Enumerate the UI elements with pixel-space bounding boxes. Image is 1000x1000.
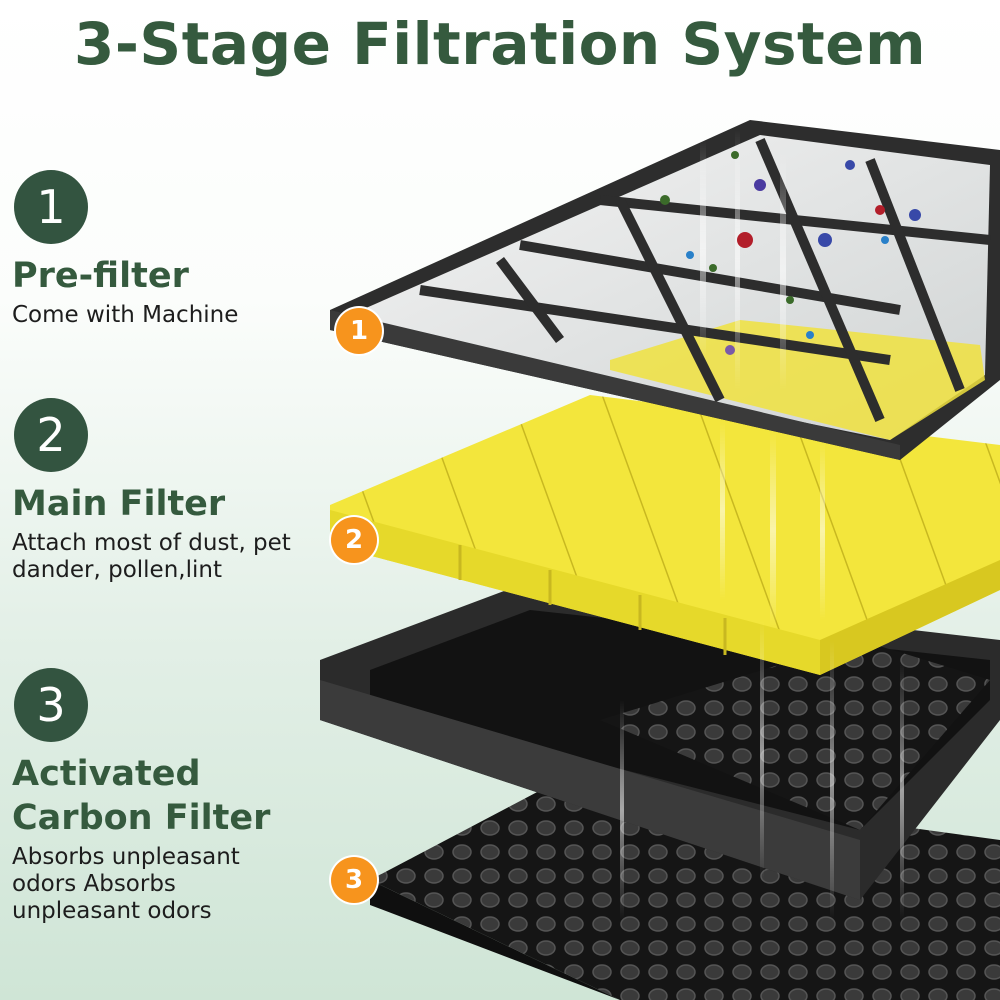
airflow-streaks <box>620 130 904 920</box>
stage-1-description: Come with Machine <box>12 302 239 328</box>
stage-1-number-badge: 1 <box>14 170 88 244</box>
page-title: 3-Stage Filtration System <box>74 10 926 78</box>
stage-1-info: 1 Pre-filter Come with Machine <box>12 170 332 329</box>
carbon-filter-marker: 3 <box>331 857 377 903</box>
stage-3-name: Activated Carbon Filter <box>12 754 271 838</box>
stage-2-name: Main Filter <box>12 484 226 524</box>
stage-3-number-badge: 3 <box>14 668 88 742</box>
main-filter-marker: 2 <box>331 517 377 563</box>
stage-2-description: Attach most of dust, pet dander, pollen,… <box>12 530 291 583</box>
pre-filter-marker: 1 <box>336 308 382 354</box>
stage-3-description: Absorbs unpleasant odors Absorbs unpleas… <box>12 844 240 924</box>
stage-1-name: Pre-filter <box>12 256 189 296</box>
hepa-main-filter <box>330 395 1000 675</box>
stage-2-number-badge: 2 <box>14 398 88 472</box>
stage-2-info: 2 Main Filter Attach most of dust, pet d… <box>12 398 322 584</box>
stage-3-info: 3 Activated Carbon Filter Absorbs unplea… <box>12 668 282 925</box>
dust-particles <box>660 151 921 355</box>
